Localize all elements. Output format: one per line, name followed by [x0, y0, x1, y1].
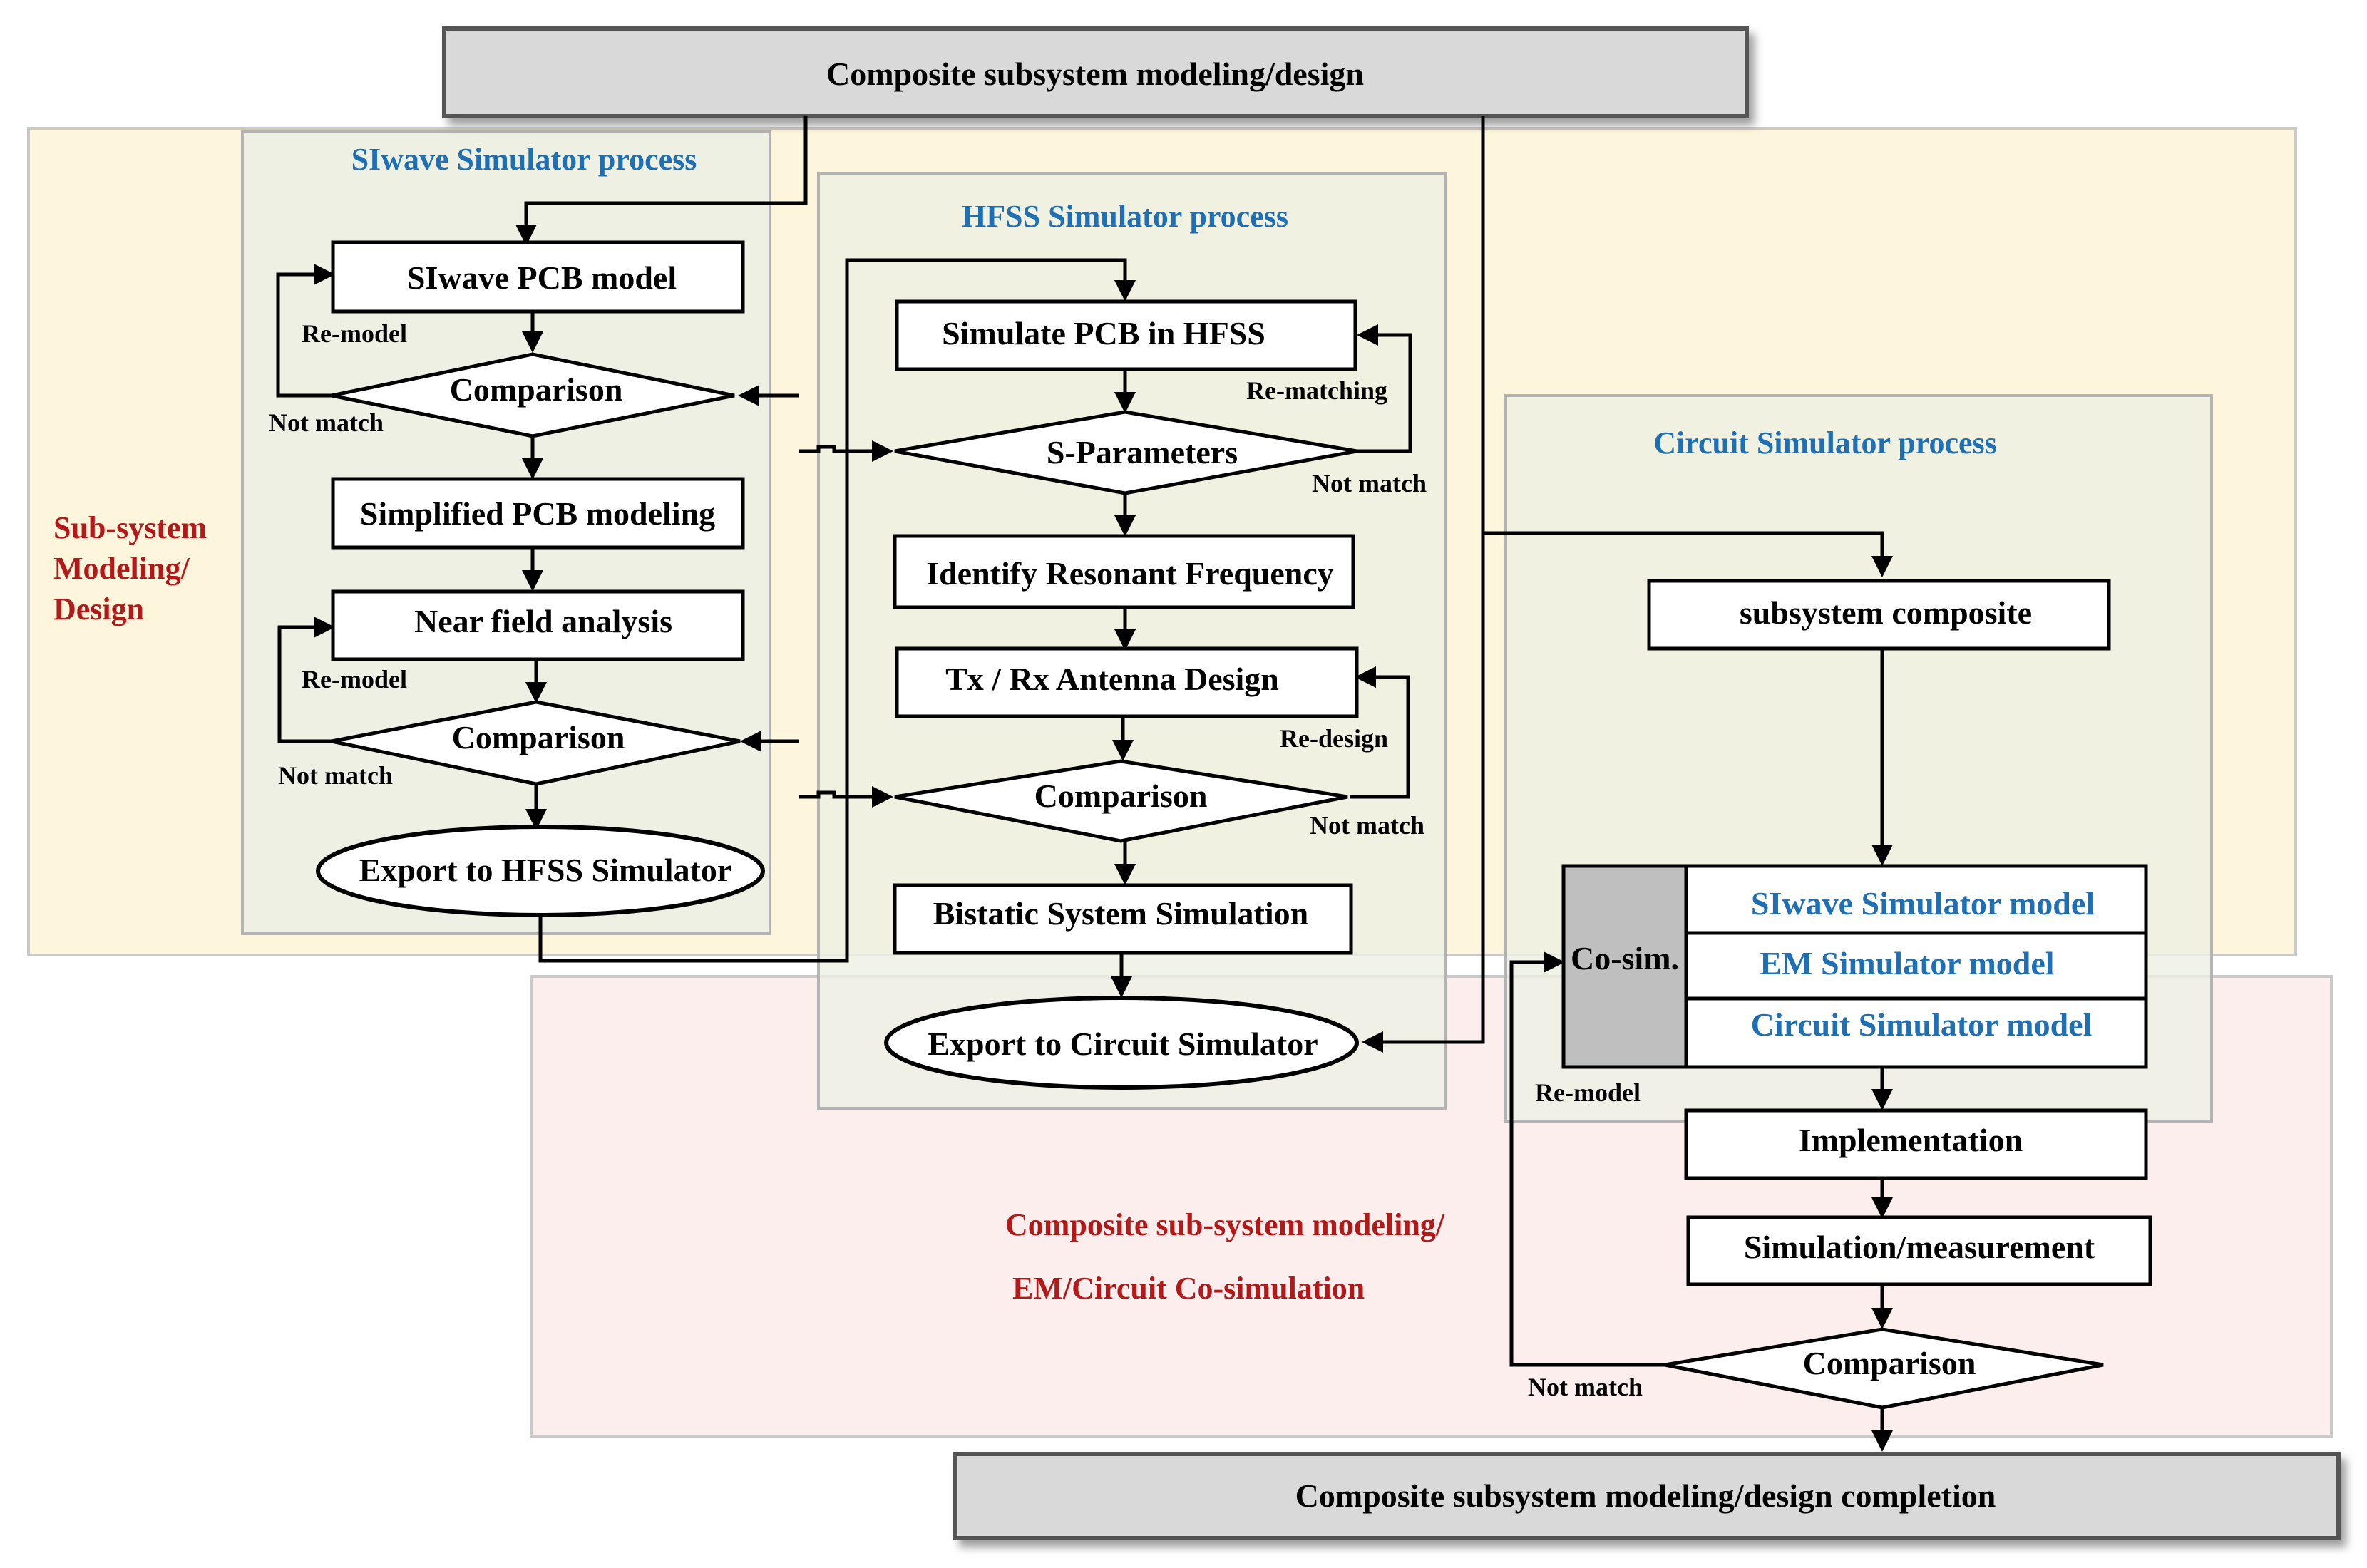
subsystem-region-title-line1: Sub-system: [53, 510, 207, 545]
cosim-label: Co-sim.: [1571, 940, 1679, 976]
siwave-comparison-2-label: Comparison: [452, 719, 625, 755]
simplified-pcb-modeling-label: Simplified PCB modeling: [360, 495, 715, 532]
simulation-measurement-label: Simulation/measurement: [1744, 1229, 2095, 1265]
circuit-simulator-model-label: Circuit Simulator model: [1751, 1006, 2093, 1043]
near-field-analysis-label: Near field analysis: [414, 603, 672, 639]
em-simulator-model-box[interactable]: [1684, 931, 2148, 1001]
implementation-label: Implementation: [1799, 1122, 2023, 1158]
hfss-notmatch-1-label: Not match: [1312, 469, 1427, 497]
circuit-remodel-label: Re-model: [1535, 1078, 1641, 1107]
hfss-redesign-label: Re-design: [1280, 724, 1388, 753]
subsystem-composite-label: subsystem composite: [1740, 594, 2032, 631]
subsystem-region-title-line3: Design: [53, 592, 144, 626]
near-field-analysis-box[interactable]: [331, 589, 745, 661]
siwave-region-title: SIwave Simulator process: [351, 142, 697, 177]
export-to-circuit-label: Export to Circuit Simulator: [928, 1026, 1318, 1062]
circuit-comparison-label: Comparison: [1803, 1345, 1976, 1381]
bottom-banner: [953, 1452, 2341, 1540]
hfss-comparison-diamond[interactable]: [894, 759, 1348, 843]
export-to-circuit-ellipse[interactable]: [884, 996, 1359, 1090]
identify-resonant-frequency-label: Identify Resonant Frequency: [926, 555, 1334, 592]
identify-resonant-frequency-box[interactable]: [893, 534, 1355, 609]
export-to-hfss-ellipse[interactable]: [316, 825, 765, 917]
hfss-region-title: HFSS Simulator process: [962, 199, 1288, 234]
s-parameters-label: S-Parameters: [1047, 434, 1238, 470]
bistatic-system-simulation-box[interactable]: [893, 883, 1353, 955]
bistatic-system-simulation-label: Bistatic System Simulation: [933, 895, 1308, 932]
siwave-comparison-1-diamond[interactable]: [331, 352, 735, 438]
siwave-remodel-1-label: Re-model: [302, 319, 407, 348]
simulate-pcb-label: Simulate PCB in HFSS: [942, 315, 1265, 351]
connectors: [276, 116, 1893, 1452]
hfss-comparison-label: Comparison: [1034, 778, 1208, 814]
siwave-comparison-1-label: Comparison: [450, 371, 623, 408]
subsystem-composite-box[interactable]: [1647, 579, 2111, 651]
implementation-box[interactable]: [1684, 1108, 2148, 1180]
simulate-pcb-box[interactable]: [895, 299, 1357, 371]
siwave-remodel-2-label: Re-model: [302, 665, 407, 693]
export-to-hfss-label: Export to HFSS Simulator: [359, 852, 732, 888]
top-banner: [442, 26, 1749, 118]
siwave-pcb-model-label: SIwave PCB model: [407, 259, 677, 296]
circuit-notmatch-label: Not match: [1528, 1373, 1643, 1401]
composite-region-title-line1: Composite sub-system modeling/: [1005, 1207, 1445, 1242]
siwave-comparison-2-diamond[interactable]: [331, 700, 741, 786]
em-simulator-model-label: EM Simulator model: [1760, 945, 2054, 981]
cosim-block[interactable]: [1561, 864, 1688, 1069]
siwave-notmatch-2-label: Not match: [278, 761, 393, 790]
siwave-pcb-model-box[interactable]: [331, 240, 745, 314]
s-parameters-diamond[interactable]: [894, 410, 1357, 495]
composite-region-title-line2: EM/Circuit Co-simulation: [1012, 1271, 1365, 1306]
simplified-pcb-modeling-box[interactable]: [331, 477, 745, 550]
hfss-notmatch-2-label: Not match: [1310, 811, 1424, 840]
circuit-region-title: Circuit Simulator process: [1653, 425, 1997, 460]
antenna-design-label: Tx / Rx Antenna Design: [945, 661, 1279, 697]
circuit-comparison-diamond[interactable]: [1664, 1327, 2104, 1410]
hfss-rematching-label: Re-matching: [1246, 376, 1387, 405]
antenna-design-box[interactable]: [895, 646, 1359, 718]
siwave-simulator-model-label: SIwave Simulator model: [1751, 885, 2095, 922]
simulation-measurement-box[interactable]: [1686, 1215, 2152, 1286]
bottom-banner-label: Composite subsystem modeling/design comp…: [1295, 1477, 1996, 1514]
siwave-notmatch-1-label: Not match: [269, 408, 384, 437]
circuit-simulator-model-box[interactable]: [1684, 996, 2148, 1069]
subsystem-region-title-line2: Modeling/: [53, 551, 190, 586]
siwave-simulator-model-box[interactable]: [1684, 864, 2148, 935]
top-banner-label: Composite subsystem modeling/design: [826, 56, 1364, 92]
